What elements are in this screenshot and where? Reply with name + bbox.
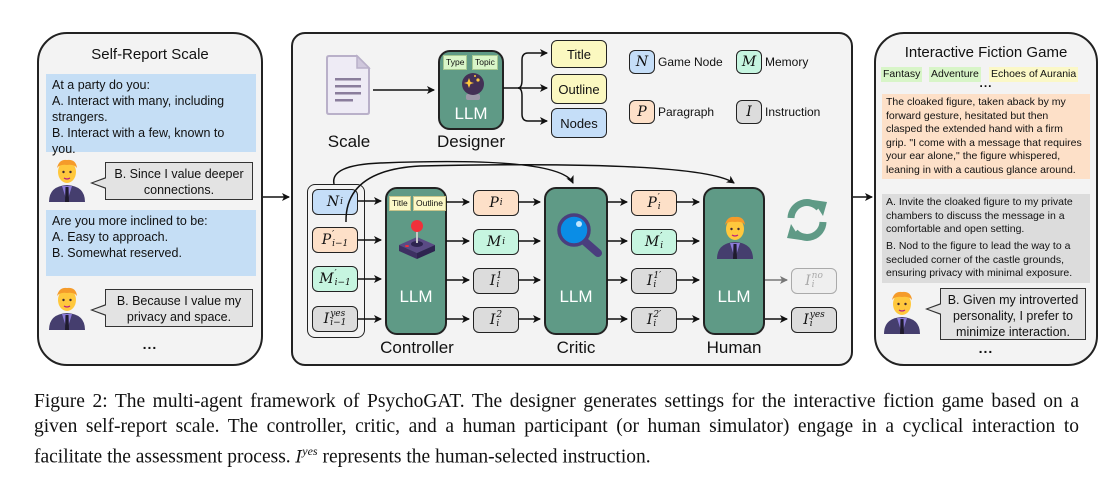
person-avatar-icon (49, 159, 85, 202)
caption-text: Figure 2: The multi-agent framework of P… (34, 391, 1079, 468)
topic-tag: Topic (472, 55, 498, 70)
more-ellipsis: ... (979, 76, 993, 90)
interactive-fiction-game-panel: Interactive Fiction Game Fantasy Adventu… (874, 32, 1098, 366)
critic-label: Critic (556, 338, 596, 357)
answer-bubble: B. Given my introverted personality, I p… (925, 288, 1086, 340)
question-box: At a party do you: A. Interact with many… (46, 74, 256, 156)
choice-option-a: A. Invite the cloaked figure to my priva… (882, 194, 1090, 239)
multi-agent-framework-panel: Scale Type Topic LLM Designer Title Outl… (291, 32, 853, 366)
caption-symbol-sup: yes (302, 444, 318, 458)
legend-swatch: P (629, 100, 655, 124)
figure-caption: Figure 2: The multi-agent framework of P… (34, 389, 1079, 471)
magnifier-icon (557, 213, 602, 257)
designer-llm-box: Type Topic LLM (438, 50, 504, 130)
legend-instruction: I Instruction (736, 100, 820, 124)
person-avatar-icon (717, 216, 753, 259)
legend-label: Paragraph (658, 105, 715, 119)
crystal-ball-icon (462, 73, 484, 100)
nodes-output: Nodes (551, 108, 607, 138)
story-paragraph: The cloaked figure, taken aback by my fo… (882, 94, 1090, 179)
legend-swatch: I (736, 100, 762, 124)
panel-title: Self-Report Scale (91, 46, 209, 63)
self-report-scale-panel: Self-Report Scale At a party do you: A. … (37, 32, 263, 366)
legend-memory: M Memory (736, 50, 808, 74)
choice-option-b: B. Nod to the figure to lead the way to … (882, 238, 1090, 283)
llm-label: LLM (717, 287, 751, 306)
option-a: A. Interact with many, including strange… (52, 94, 225, 124)
legend-label: Memory (765, 55, 809, 69)
person-avatar-icon (49, 287, 85, 330)
type-tag: Type (443, 55, 468, 70)
cycle-icon (787, 199, 827, 241)
outline-tag: Outline (413, 196, 446, 211)
answer-bubble: B. Since I value deeper connections. (90, 162, 253, 200)
genre-tag: Fantasy (881, 67, 923, 82)
document-icon (326, 54, 371, 115)
caption-symbol: I (295, 447, 303, 468)
panel-title: Interactive Fiction Game (904, 44, 1068, 61)
game-title-tag: Echoes of Aurania (989, 67, 1079, 82)
llm-label: LLM (399, 287, 433, 306)
legend-game-node: N Game Node (629, 50, 723, 74)
title-output: Title (551, 40, 607, 68)
outline-output: Outline (551, 74, 607, 104)
question-box: Are you more inclined to be: A. Easy to … (46, 210, 256, 276)
controller-llm-box: Title Outline LLM (385, 187, 447, 335)
question-text: At a party do you: (52, 78, 150, 92)
memory-mi-refined: M′i (631, 229, 677, 255)
option-b: B. Somewhat reserved. (52, 246, 182, 260)
more-ellipsis: ... (978, 340, 994, 356)
legend-swatch: M (736, 50, 762, 74)
more-ellipsis: ... (142, 336, 158, 352)
title-tag: Title (389, 196, 411, 211)
designer-label: Designer (436, 132, 506, 151)
memory-m-prev: M′i−1 (312, 266, 358, 292)
llm-label: LLM (454, 104, 488, 123)
person-avatar-icon (884, 291, 920, 334)
legend-label: Instruction (765, 105, 821, 119)
paragraph-pi-refined: P′i (631, 190, 677, 216)
caption-text-end: represents the human-selected instructio… (322, 446, 651, 468)
human-label: Human (706, 338, 762, 357)
legend-swatch: N (629, 50, 655, 74)
paragraph-p-prev: P′i−1 (312, 227, 358, 253)
controller-label: Controller (380, 338, 454, 357)
legend-paragraph: P Paragraph (629, 100, 714, 124)
critic-llm-box: LLM (544, 187, 608, 335)
answer-bubble: B. Because I value my privacy and space. (90, 289, 253, 327)
llm-label: LLM (559, 287, 593, 306)
scale-label: Scale (327, 132, 371, 151)
question-text: Are you more inclined to be: (52, 214, 208, 228)
human-llm-box: LLM (703, 187, 765, 335)
genre-tag: Adventure (929, 67, 981, 82)
joystick-icon (399, 220, 435, 259)
option-a: A. Easy to approach. (52, 230, 169, 244)
controller-input-group (307, 184, 365, 338)
legend-label: Game Node (658, 55, 723, 69)
option-b: B. Interact with a few, known to you. (52, 126, 225, 156)
